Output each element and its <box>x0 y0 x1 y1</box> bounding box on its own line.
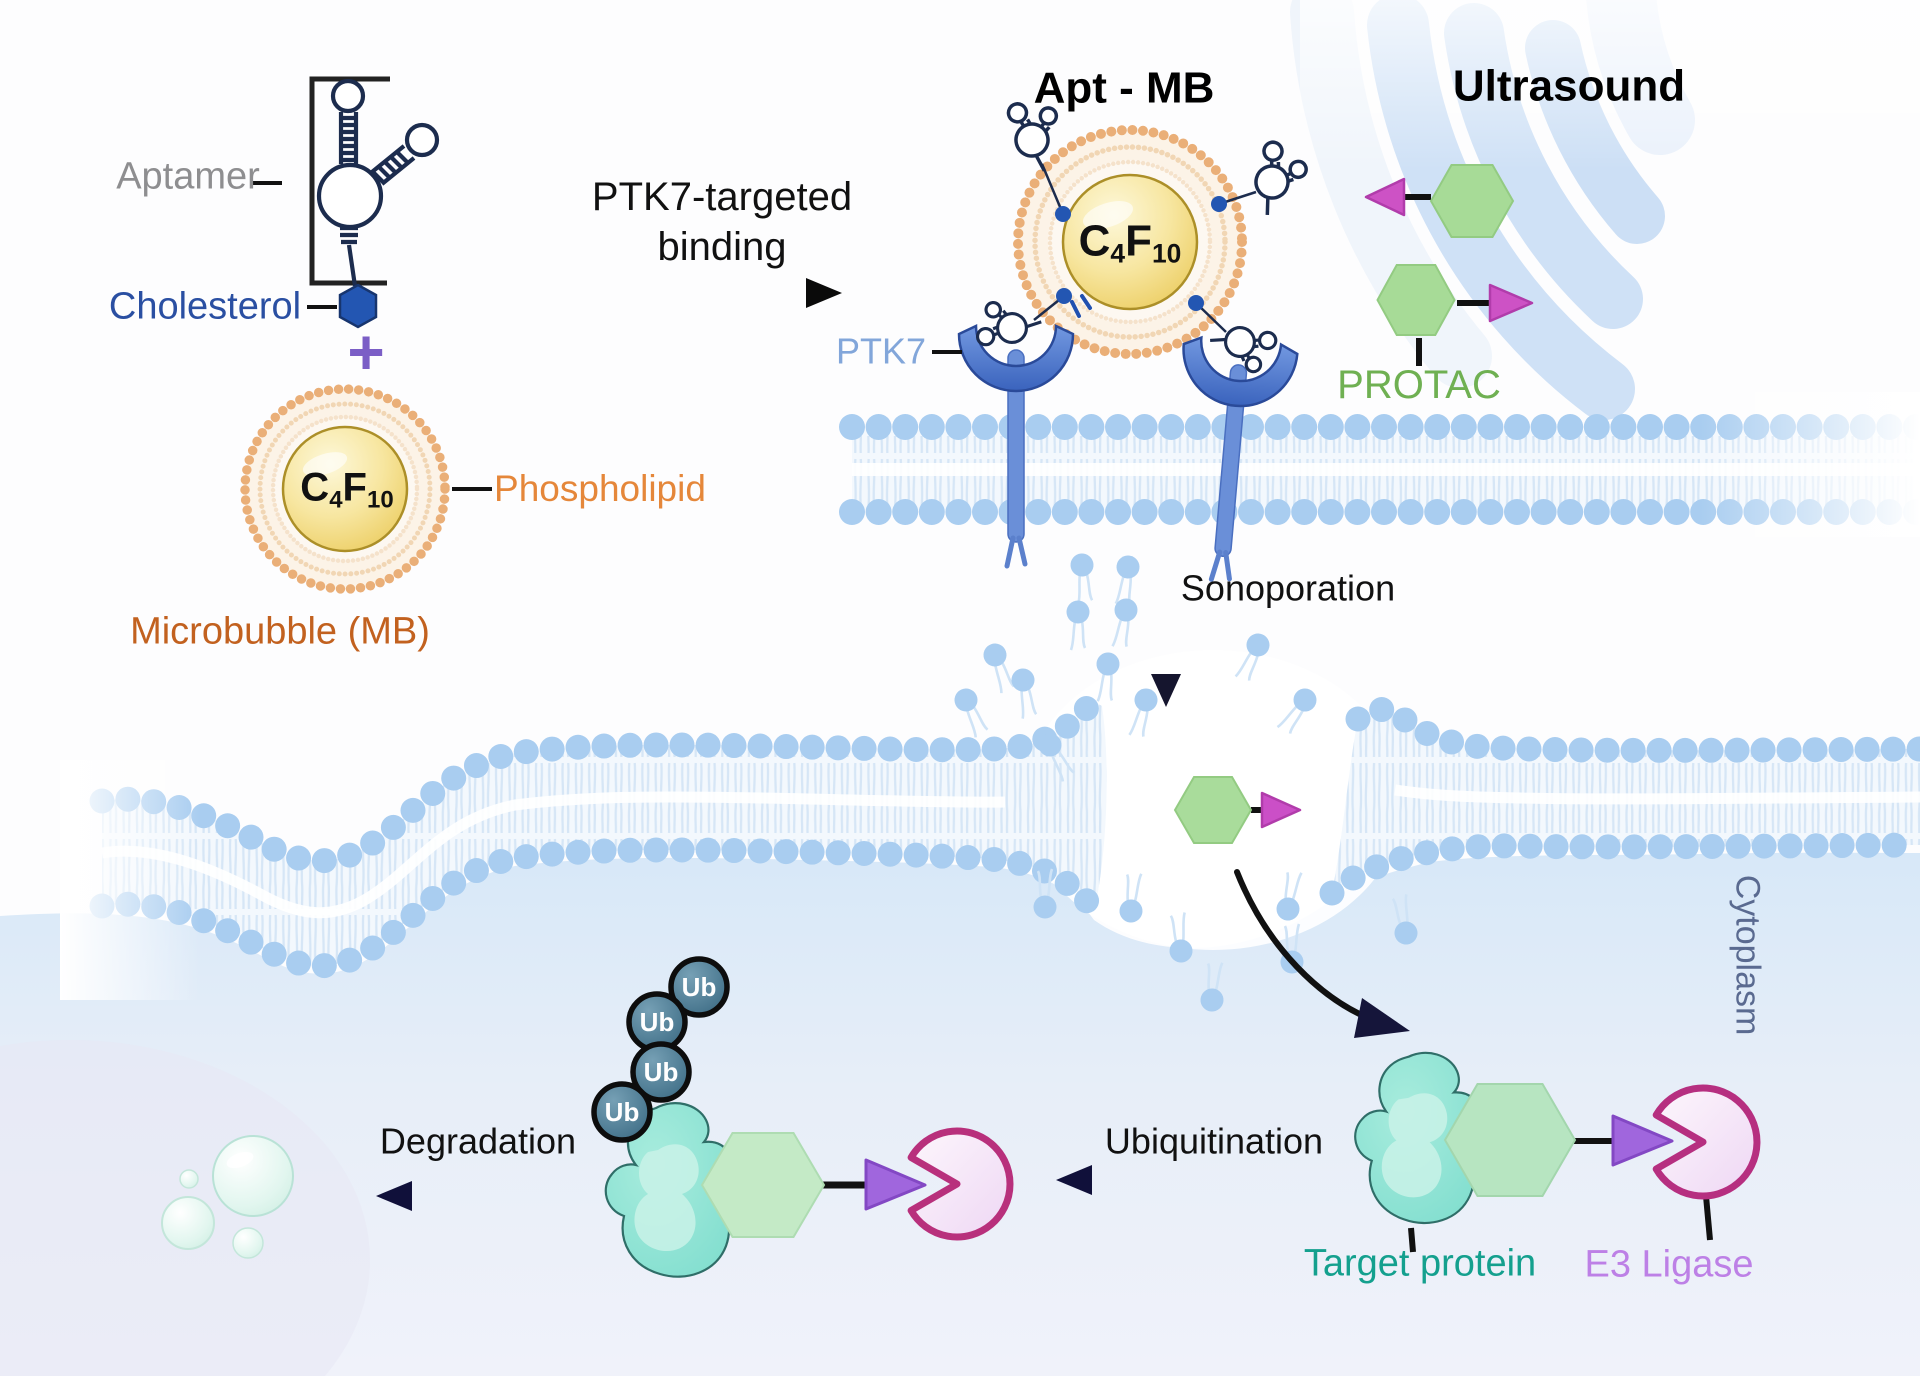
cell-membrane-top <box>839 392 1920 537</box>
ubiquitin-chain <box>591 956 730 1143</box>
ternary-complex-right <box>1349 1048 1761 1253</box>
sonoporation-arrowhead-icon <box>1151 674 1181 707</box>
aptamer-anchors <box>973 92 1313 377</box>
degradation-bubbles-icon <box>161 1135 294 1259</box>
protac-hexagon-icon <box>1173 776 1253 844</box>
degradation-arrowhead-icon <box>376 1181 412 1211</box>
e3-ligase-icon <box>1652 1084 1761 1200</box>
aptamer-diagram <box>253 76 962 491</box>
pore-to-complex-arrow <box>1234 869 1371 1021</box>
protac-in-pore <box>1173 776 1302 844</box>
protac-hexagon-icon <box>1443 1083 1577 1197</box>
protac-warhead-icon <box>864 1158 927 1211</box>
cell-membrane-lower <box>60 691 1920 1000</box>
bracket-icon <box>309 76 390 286</box>
binding-arrowhead-icon <box>806 278 842 308</box>
ternary-complex-left <box>591 956 1014 1278</box>
protac-warhead-icon <box>1260 791 1302 829</box>
protac-warhead-icon <box>1364 177 1406 217</box>
curved-arrowhead-icon <box>1354 998 1410 1038</box>
apt-mb-microbubble-icon <box>1013 125 1247 359</box>
protac-warhead-icon <box>1611 1114 1674 1167</box>
protac-hexagon-icon <box>1376 264 1456 336</box>
ubiquitination-arrowhead-icon <box>1056 1165 1092 1195</box>
protac-molecules <box>1251 164 1534 813</box>
protac-hexagon-icon <box>700 1132 826 1238</box>
arrows <box>376 278 1410 1211</box>
protac-hexagon-icon <box>1429 164 1515 238</box>
microbubble-icon <box>240 384 450 594</box>
e3-ligase-icon <box>907 1127 1014 1241</box>
cholesterol-icon <box>338 283 378 329</box>
protac-warhead-icon <box>1488 283 1534 323</box>
aptamer-icon <box>316 78 440 287</box>
